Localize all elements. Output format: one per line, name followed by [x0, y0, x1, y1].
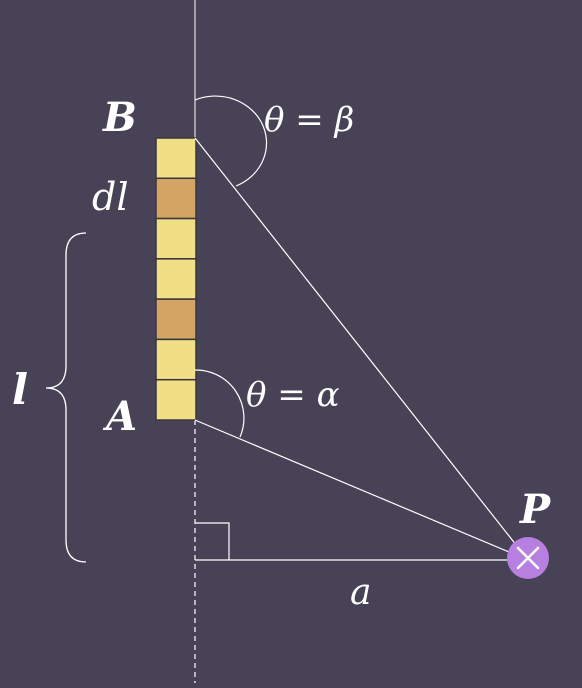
label-a-distance: a: [350, 572, 371, 613]
wire-segment: [155, 258, 197, 300]
wire-segment: [155, 338, 197, 381]
wire-segment: [155, 137, 197, 180]
right-angle-marker: [195, 522, 230, 560]
curly-brace: [45, 232, 87, 563]
wire-segment: [155, 217, 197, 260]
wire-segment: [155, 378, 197, 421]
label-b: B: [102, 94, 137, 141]
angle-arc-alpha: [194, 369, 245, 438]
label-dl: dl: [92, 175, 128, 219]
label-p: P: [519, 486, 552, 533]
wire: [155, 137, 197, 421]
wire-segment-dl: [155, 298, 197, 341]
wire-segment-dl: [155, 177, 197, 220]
line-b-to-p: [194, 137, 529, 561]
angle-arc-beta: [194, 95, 268, 187]
point-p: [507, 537, 549, 579]
line-a-to-p: [194, 419, 529, 561]
label-theta-beta: θ = β: [264, 100, 354, 140]
label-theta-alpha: θ = α: [246, 375, 340, 415]
label-a: A: [102, 393, 137, 440]
cross-in-circle-icon: [516, 546, 540, 570]
label-l: l: [12, 365, 28, 414]
